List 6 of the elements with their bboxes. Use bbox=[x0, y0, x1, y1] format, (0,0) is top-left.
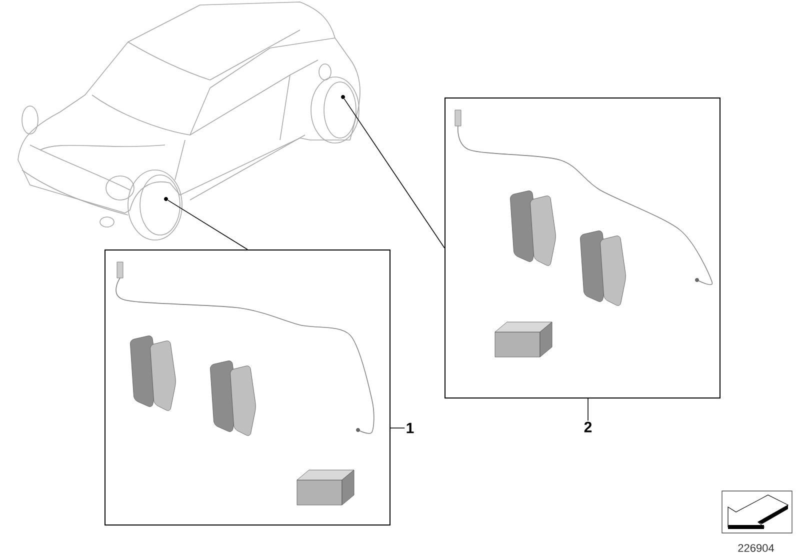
drawing-number: 226904 bbox=[738, 544, 774, 552]
kit-frame bbox=[104, 250, 390, 526]
callout-number: 1 bbox=[406, 422, 414, 434]
callout-number: 2 bbox=[584, 422, 592, 432]
kit-frame bbox=[444, 98, 720, 398]
leader-line bbox=[167, 200, 248, 250]
